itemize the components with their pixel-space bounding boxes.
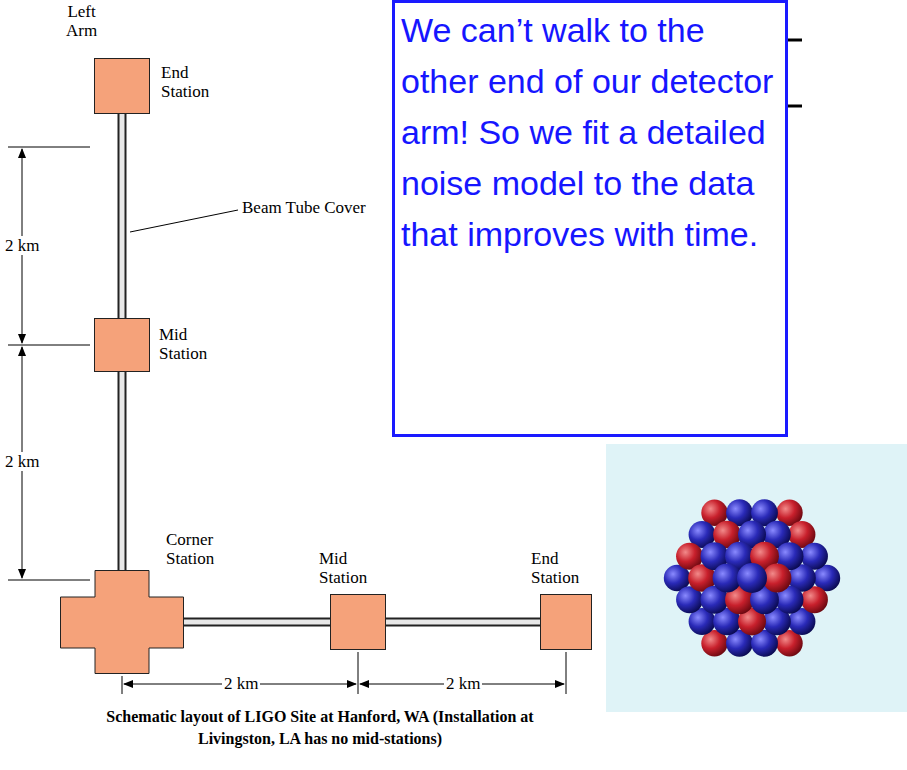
station-label: End Station <box>161 63 209 101</box>
slide-fragment <box>788 40 802 106</box>
station-label: Corner Station <box>166 530 214 568</box>
arm-label: Left Arm <box>66 2 97 40</box>
tube-outline <box>118 114 127 318</box>
dimension-label: 2 km <box>3 452 41 471</box>
image-ground <box>606 444 907 712</box>
beam-tube <box>184 622 330 623</box>
beam-tube <box>122 372 123 570</box>
tube-fill <box>120 114 125 318</box>
nucleon <box>737 563 767 593</box>
station-label: Mid Station <box>319 549 367 587</box>
dimension-label: 2 km <box>3 236 41 255</box>
cross-outline <box>60 570 184 674</box>
station-box: Mid Station <box>94 318 150 372</box>
leader-label: Beam Tube Cover <box>242 198 366 217</box>
callout-text: We can’t walk to the other end of our de… <box>401 5 779 260</box>
station-label: End Station <box>531 549 579 587</box>
tube-outline <box>184 618 330 627</box>
beam-tube <box>386 622 540 623</box>
beam-tube <box>122 114 123 318</box>
tube-fill <box>386 620 540 625</box>
tube-fill <box>120 372 125 570</box>
cross-shape <box>61 571 184 674</box>
station-box: Mid Station <box>330 594 386 650</box>
station-label: Mid Station <box>159 325 207 363</box>
tube-outline <box>118 372 127 570</box>
tube-fill <box>184 620 330 625</box>
station-box: End Station <box>540 594 592 650</box>
dimension-label: 2 km <box>222 674 260 693</box>
station-box: End Station <box>94 58 150 114</box>
callout-box: We can’t walk to the other end of our de… <box>392 0 788 437</box>
nucleus-picture <box>664 499 840 656</box>
corner-station: Corner Station <box>60 570 184 674</box>
dimension-label: 2 km <box>444 674 482 693</box>
caption: Schematic layout of LIGO Site at Hanford… <box>95 706 545 750</box>
tube-outline <box>386 618 540 627</box>
